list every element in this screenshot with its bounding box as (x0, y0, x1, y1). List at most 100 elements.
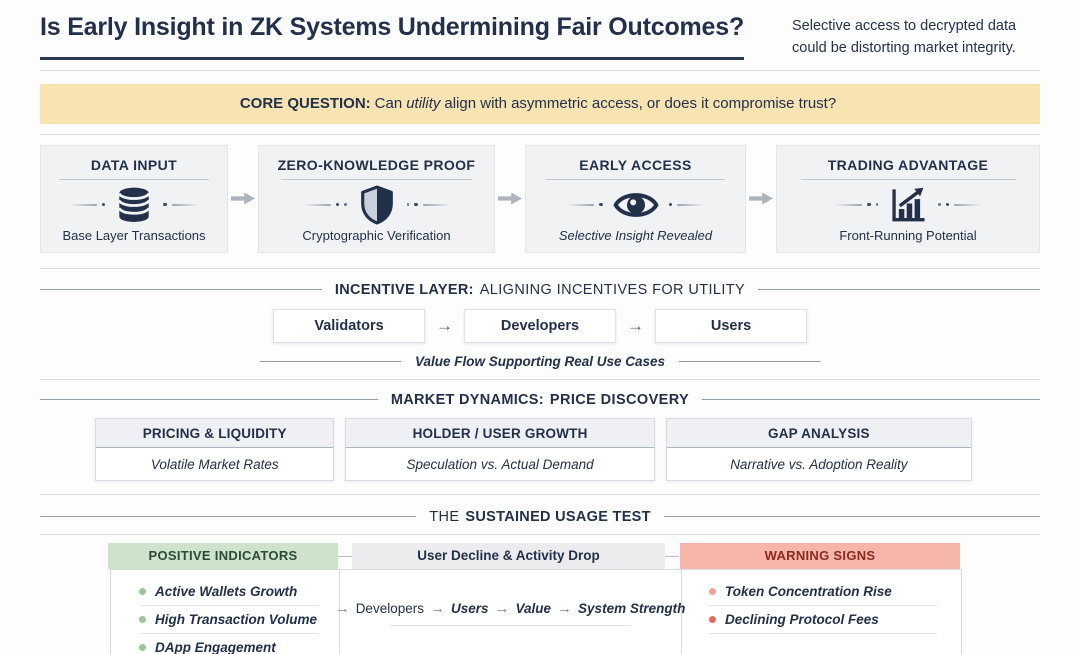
icon-row (836, 182, 980, 228)
stage-early-access: EARLY ACCESS Selective Insight Revealed (525, 144, 746, 253)
speed-lines (304, 202, 347, 207)
heading-line (40, 516, 417, 517)
list-item: Token Concentration Rise (709, 578, 937, 606)
divider (40, 133, 1040, 135)
arrow-right-icon: → (627, 315, 644, 335)
arrow-right-icon: → (557, 599, 573, 617)
arrow-right-icon: → (494, 599, 510, 617)
market-dynamics-heading: MARKET DYNAMICS: PRICE DISCOVERY (40, 392, 1041, 408)
card-holder-user-growth: HOLDER / USER GROWTH Speculation vs. Act… (345, 417, 655, 481)
speed-lines (568, 202, 603, 207)
card-subtitle: Speculation vs. Actual Demand (406, 456, 594, 472)
stage-data-input: DATA INPUT Base Layer Transactions (40, 144, 228, 253)
card-gap-analysis: GAP ANALYSIS Narrative vs. Adoption Real… (665, 417, 972, 481)
arrow-right-icon: → (436, 315, 453, 335)
shield-icon (355, 183, 399, 227)
stage-caption: Front-Running Potential (839, 227, 977, 243)
heading-bold: SUSTAINED USAGE TEST (465, 508, 651, 525)
card-title: HOLDER / USER GROWTH (346, 418, 654, 448)
core-question-text-pre: Can (374, 95, 403, 112)
incentive-layer-heading: INCENTIVE LAYER: ALIGNING INCENTIVES FOR… (40, 281, 1041, 298)
stage-title: EARLY ACCESS (579, 156, 692, 173)
green-bullet-icon (139, 643, 146, 651)
icon-row (568, 182, 703, 228)
subtitle-line-1: Selective access to decrypted data (792, 18, 1017, 34)
column-divider (339, 569, 340, 654)
core-question-label: CORE QUESTION: (239, 95, 371, 112)
speed-lines (70, 202, 105, 207)
sustained-usage-heading: THE SUSTAINED USAGE TEST (40, 509, 1040, 525)
green-bullet-icon (139, 587, 146, 595)
list-item: DApp Engagement (139, 634, 319, 654)
green-bullet-icon (139, 615, 146, 623)
stage-title: TRADING ADVANTAGE (827, 156, 989, 173)
speed-lines (668, 202, 703, 207)
flow-step: Value (515, 600, 552, 616)
divider (59, 178, 209, 180)
divider (546, 178, 725, 180)
divider (40, 493, 1040, 495)
red-bullet-icon (709, 615, 716, 623)
divider (40, 533, 1040, 535)
pipeline-flow: DATA INPUT Base Layer Transactions ZERO- (40, 144, 1040, 253)
arrow-right-icon: → (429, 599, 445, 617)
divider (800, 178, 1016, 180)
arrow-right-icon: → (334, 599, 350, 617)
flow-step: System Strength (578, 600, 686, 616)
positive-indicators-list: Active Wallets Growth High Transaction V… (139, 578, 319, 654)
list-item-label: High Transaction Volume (155, 611, 318, 627)
warning-signs-header: WARNING SIGNS (680, 542, 960, 569)
title-block: Is Early Insight in ZK Systems Undermini… (40, 13, 744, 60)
list-item-label: DApp Engagement (155, 639, 276, 654)
core-question-text-post: align with asymmetric access, or does it… (444, 95, 837, 112)
icon-row (70, 182, 198, 228)
stage-trading-advantage: TRADING ADVANTAGE Front-Running Poten (776, 144, 1040, 253)
list-item: Active Wallets Growth (139, 578, 319, 606)
database-icon (113, 184, 155, 226)
page-title: Is Early Insight in ZK Systems Undermini… (40, 13, 745, 41)
warning-signs-list: Token Concentration Rise Declining Proto… (709, 578, 937, 634)
subtitle-line-2: could be distorting market integrity. (792, 39, 1016, 56)
eye-icon (611, 185, 661, 225)
stage-caption: Selective Insight Revealed (558, 227, 713, 243)
usage-test-table: POSITIVE INDICATORS User Decline & Activ… (40, 542, 1040, 654)
list-item-label: Declining Protocol Fees (725, 611, 879, 627)
header: Is Early Insight in ZK Systems Undermini… (0, 0, 1080, 60)
caption-line (679, 360, 820, 362)
market-cards: PRICING & LIQUIDITY Volatile Market Rate… (95, 417, 972, 481)
node-developers: Developers (464, 308, 616, 343)
caption-text: Value Flow Supporting Real Use Cases (414, 353, 666, 369)
heading-rest: ALIGNING INCENTIVES FOR UTILITY (479, 281, 746, 298)
connector-line (665, 555, 679, 557)
header-subtitle: Selective access to decrypted data could… (792, 13, 1040, 60)
list-item: High Transaction Volume (139, 606, 319, 634)
node-users: Users (655, 308, 807, 343)
list-item-label: Token Concentration Rise (725, 583, 892, 599)
speed-lines (836, 202, 878, 207)
card-title: PRICING & LIQUIDITY (96, 418, 334, 448)
positive-indicators-header: POSITIVE INDICATORS (108, 542, 338, 569)
heading-bold: INCENTIVE LAYER: (334, 281, 474, 298)
card-subtitle: Narrative vs. Adoption Reality (730, 456, 908, 472)
divider (40, 267, 1040, 269)
red-bullet-icon (709, 587, 716, 595)
card-title: GAP ANALYSIS (666, 418, 971, 448)
stage-zero-knowledge-proof: ZERO-KNOWLEDGE PROOF Cryptographic Verif… (258, 144, 495, 253)
column-divider (681, 569, 682, 654)
arrow-right-icon (498, 192, 522, 205)
stage-title: ZERO-KNOWLEDGE PROOF (277, 156, 476, 173)
incentive-nodes: Validators → Developers → Users (0, 308, 1080, 343)
icon-row (304, 182, 449, 228)
divider (40, 69, 1040, 71)
usage-test-panel: Active Wallets Growth High Transaction V… (110, 568, 962, 654)
heading-line (663, 516, 1040, 517)
heading-pre: THE (429, 508, 460, 525)
heading-line (702, 399, 1041, 400)
speed-lines (938, 202, 980, 207)
arrow-right-icon (749, 192, 773, 205)
divider (40, 378, 1040, 380)
speed-lines (406, 202, 449, 207)
stage-title: DATA INPUT (90, 156, 178, 173)
connector-line (338, 555, 352, 557)
